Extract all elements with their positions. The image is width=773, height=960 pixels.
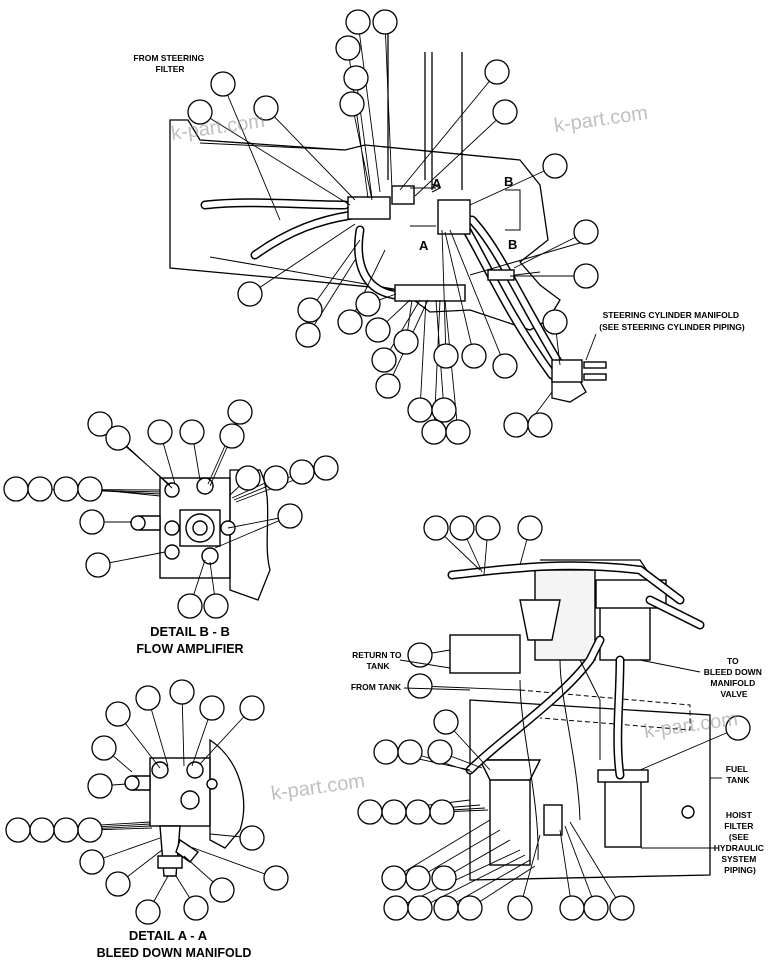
section-a-top: A <box>432 176 442 191</box>
callout-bubbles-tank <box>357 515 751 921</box>
from-steering-filter-label: FROM STEERING FILTER <box>133 53 206 74</box>
to-bleed-down-label: TO BLEED DOWN MANIFOLD VALVE <box>704 656 764 699</box>
callout-bubbles-bb <box>3 399 339 619</box>
callout-bubbles-aa <box>5 679 289 925</box>
from-tank-label: FROM TANK <box>351 682 402 692</box>
tank-view: RETURN TO TANK FROM TANK TO BLEED DOWN M… <box>351 515 766 921</box>
top-view: A A B B <box>133 9 745 445</box>
section-b-bottom: B <box>508 237 517 252</box>
section-a-bottom: A <box>419 238 429 253</box>
detail-a-a: DETAIL A - A BLEED DOWN MANIFOLD <box>5 679 289 960</box>
fuel-tank-label: FUEL TANK <box>726 764 751 785</box>
watermark-1: k-part.com <box>170 110 267 145</box>
detail-bb-title: DETAIL B - B <box>150 624 230 639</box>
watermark-3: k-part.com <box>270 770 367 805</box>
section-b-top: B <box>504 174 513 189</box>
callout-bubbles-top <box>187 9 599 445</box>
steering-cylinder-manifold-label: STEERING CYLINDER MANIFOLD (SEE STEERING… <box>599 310 745 332</box>
detail-b-b: DETAIL B - B FLOW AMPLIFIER <box>3 399 339 656</box>
return-to-tank-label: RETURN TO TANK <box>352 650 404 671</box>
detail-aa-title: DETAIL A - A <box>129 928 208 943</box>
watermark-2: k-part.com <box>553 102 650 137</box>
hoist-filter-label: HOIST FILTER (SEE HYDRAULIC SYSTEM PIPIN… <box>714 810 766 875</box>
detail-bb-subtitle: FLOW AMPLIFIER <box>136 642 243 656</box>
detail-aa-subtitle: BLEED DOWN MANIFOLD <box>97 946 252 960</box>
